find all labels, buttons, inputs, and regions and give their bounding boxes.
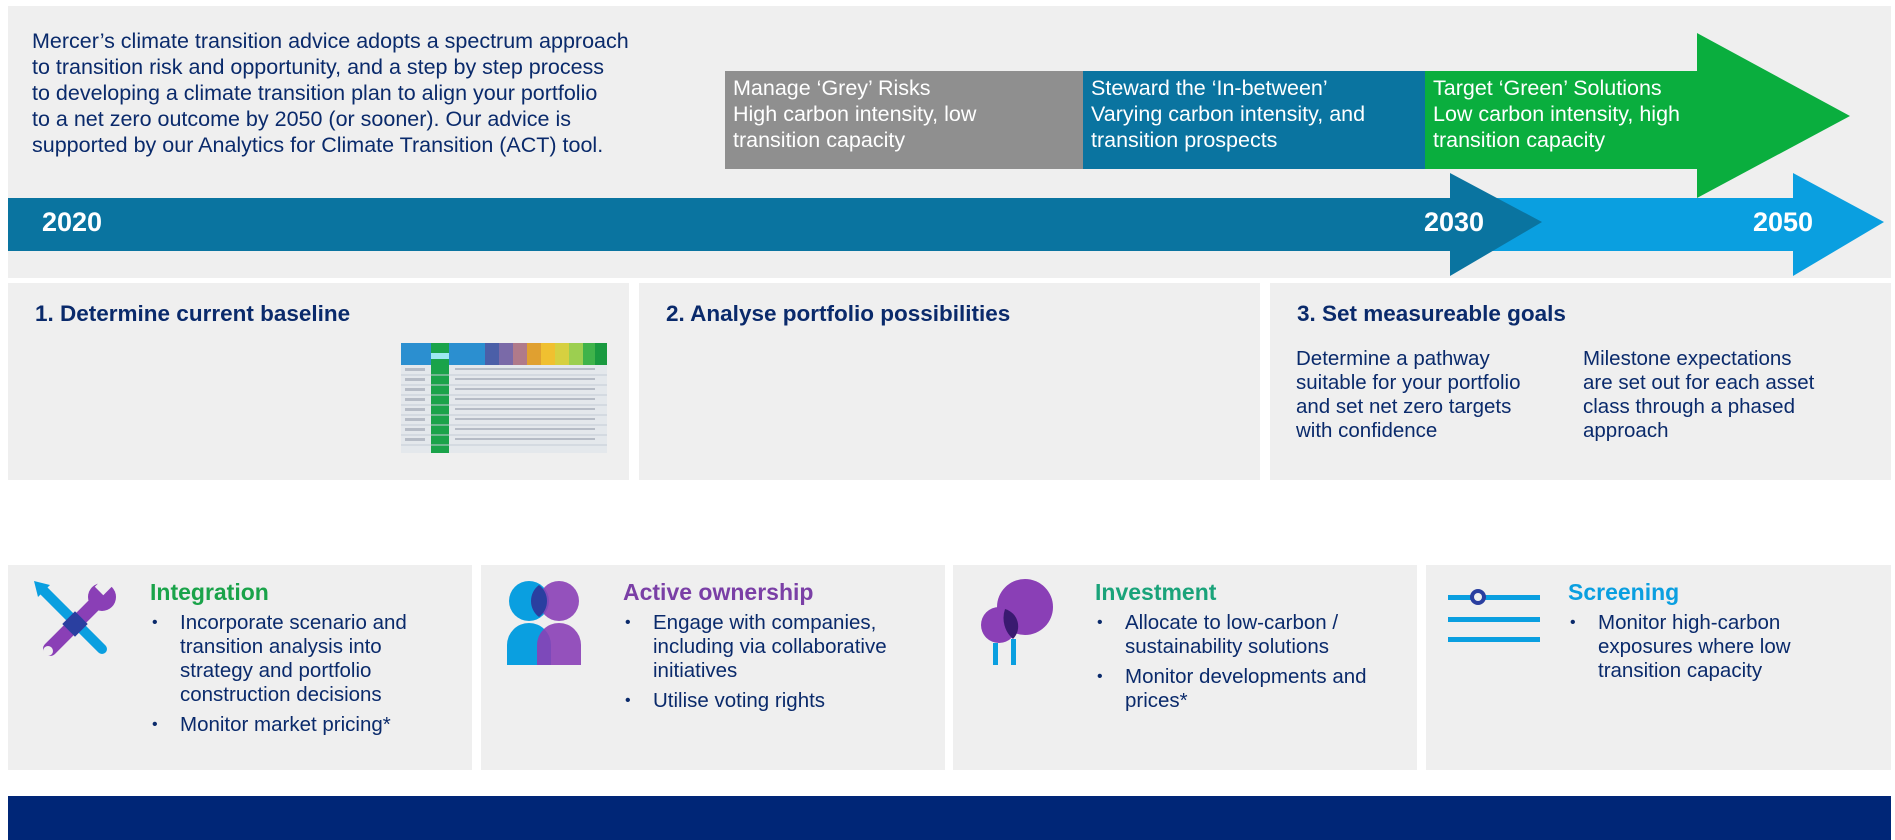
card-active-ownership: Active ownership Engage with companies, … [481,565,945,770]
footer-band [8,796,1891,840]
timeline-arrow-2030 [8,173,1542,276]
growth-circles-icon [981,579,1053,665]
text-line: Milestone expectations [1583,347,1792,370]
bullet-item: Allocate to low-carbon / sustainability … [1095,611,1400,659]
bullet-item: Engage with companies, including via col… [623,611,928,683]
goals-milestone-text: Milestone expectations are set out for e… [1583,347,1853,443]
intro-line: to developing a climate transition plan … [32,81,598,105]
green-arrow-head [1697,33,1850,198]
bullet-list: Allocate to low-carbon / sustainability … [1095,611,1400,719]
spectrum-steward-line: Varying carbon intensity, and [1091,102,1366,126]
bullet-item: Monitor market pricing* [150,713,455,737]
card-title: Investment [1095,579,1217,605]
card-title: Screening [1568,579,1680,605]
bullet-item: Monitor high-carbon exposures where low … [1568,611,1873,683]
goals-pathway-text: Determine a pathway suitable for your po… [1296,347,1566,443]
bullet-list: Incorporate scenario and transition anal… [150,611,455,743]
intro-line: Mercer’s climate transition advice adopt… [32,29,629,53]
filter-lines-icon [1448,589,1540,642]
year-label-2020: 2020 [42,207,103,237]
spectrum-green-line: transition capacity [1433,128,1606,152]
text-line: suitable for your portfolio [1296,371,1521,394]
text-line: Determine a pathway [1296,347,1490,370]
spectrum-grey: Manage ‘Grey’ Risks High carbon intensit… [725,71,1083,169]
text-line: class through a phased [1583,395,1795,418]
intro-line: supported by our Analytics for Climate T… [32,133,604,157]
bullet-list: Monitor high-carbon exposures where low … [1568,611,1873,689]
step-goals: 3. Set measureable goals Determine a pat… [1270,283,1891,480]
timeline-arrow-2050 [1448,173,1884,276]
text-line: with confidence [1296,419,1438,442]
year-label-2050: 2050 [1753,207,1814,237]
bullet-item: Monitor developments and prices* [1095,665,1400,713]
step-baseline: 1. Determine current baseline [8,283,629,480]
baseline-table-thumbnail [401,343,607,453]
text-line: are set out for each asset [1583,371,1815,394]
spectrum-grey-title: Manage ‘Grey’ Risks [733,76,931,100]
timeline-arrows [8,33,1884,276]
spectrum-green: Target ‘Green’ Solutions Low carbon inte… [1425,71,1697,169]
people-icon [507,581,581,665]
card-title: Active ownership [623,579,814,605]
card-investment: Investment Allocate to low-carbon / sust… [953,565,1417,770]
intro-line: to transition risk and opportunity, and … [32,55,605,79]
step-title: 3. Set measureable goals [1297,301,1566,326]
spectrum-grey-line: transition capacity [733,128,906,152]
spectrum-steward-title: Steward the ‘In-between’ [1091,76,1328,100]
spectrum-green-title: Target ‘Green’ Solutions [1433,76,1662,100]
wrench-screwdriver-icon [34,577,116,656]
text-line: and set net zero targets [1296,395,1512,418]
step-title: 2. Analyse portfolio possibilities [666,301,1011,326]
card-integration: Integration Incorporate scenario and tra… [8,565,472,770]
step-title: 1. Determine current baseline [35,301,351,326]
text-line: approach [1583,419,1669,442]
bullet-item: Incorporate scenario and transition anal… [150,611,455,707]
spectrum-steward: Steward the ‘In-between’ Varying carbon … [1083,71,1425,169]
bullet-list: Engage with companies, including via col… [623,611,928,719]
bullet-item: Utilise voting rights [623,689,928,713]
spectrum-green-line: Low carbon intensity, high [1433,102,1680,126]
step-analyse: 2. Analyse portfolio possibilities [639,283,1260,480]
card-screening: Screening Monitor high-carbon exposures … [1426,565,1891,770]
spectrum-grey-line: High carbon intensity, low [733,102,977,126]
year-label-2030: 2030 [1424,207,1485,237]
intro-text: Mercer’s climate transition advice adopt… [32,28,672,158]
intro-line: to a net zero outcome by 2050 (or sooner… [32,107,571,131]
card-title: Integration [150,579,269,605]
spectrum-steward-line: transition prospects [1091,128,1278,152]
